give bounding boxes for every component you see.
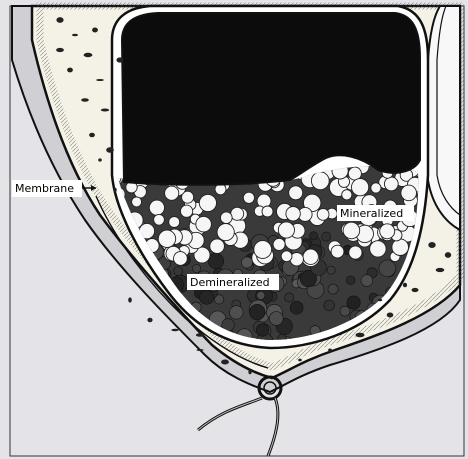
demineralized-particle [193, 264, 201, 272]
mineralized-particle [165, 186, 179, 200]
mineralized-particle [289, 186, 303, 200]
demineralized-particle [200, 290, 214, 304]
demineralized-particle [208, 253, 223, 268]
bone-pore [128, 297, 132, 302]
bone-pore [92, 28, 98, 33]
mineralized-particle [352, 179, 369, 196]
mineralized-particle [281, 251, 292, 262]
demineralized-particle [328, 284, 338, 294]
mineralized-particle [174, 252, 188, 266]
bone-pore [67, 68, 73, 73]
mineralized-particle [342, 190, 352, 200]
demineralized-particle [249, 304, 265, 320]
mineralized-particle [331, 245, 344, 258]
bone-pore [96, 79, 104, 81]
bone-pore [56, 48, 64, 52]
bone-pore [116, 57, 123, 62]
mineralized-particle [231, 207, 244, 220]
mineralized-particle [384, 177, 398, 191]
bone-pore [171, 329, 178, 332]
bone-pore [56, 17, 63, 23]
demineralized-particle [346, 276, 355, 285]
demineralized-particle [241, 257, 252, 268]
demineralized-particle [269, 312, 283, 326]
mineralized-particle [154, 214, 165, 225]
bone-pore [248, 370, 251, 375]
mineralized-particle [273, 238, 285, 250]
bone-pore [72, 34, 78, 36]
demineralized-particle [379, 260, 396, 277]
demineralized-particle [347, 296, 360, 309]
bone-pore [147, 318, 152, 323]
demineralized-particle [361, 275, 373, 287]
bone-pore [196, 349, 203, 351]
mineralized-particle [371, 183, 381, 193]
demineralized-particle [340, 306, 350, 316]
bone-pore [412, 288, 419, 292]
mineralized-particle [317, 209, 329, 221]
mineralized-particle [370, 241, 386, 257]
mineralized-particle [348, 167, 361, 180]
bone-pore [196, 333, 204, 337]
bone-pore [445, 252, 451, 258]
mineralized-particle [158, 230, 175, 247]
mineralized-particle [343, 222, 360, 239]
sinus-cavity [122, 13, 420, 185]
demineralized-label: Demineralized [190, 276, 270, 289]
mineralized-particle [392, 239, 409, 256]
mineralized-particle [254, 241, 272, 259]
demineralized-particle [324, 300, 335, 311]
mineralized-particle [303, 249, 318, 264]
mineralized-particle [380, 224, 395, 239]
mineralized-particle [132, 197, 142, 207]
mineralized-label: Mineralized [340, 207, 403, 220]
demineralized-particle [256, 324, 268, 336]
mineralized-particle [243, 192, 254, 203]
bone-pore [89, 133, 95, 138]
mineralized-particle [149, 200, 164, 215]
bone-pore [84, 53, 93, 57]
mineralized-particle [262, 206, 273, 217]
mineralized-particle [311, 172, 329, 190]
demineralized-particle [327, 266, 335, 274]
demineralized-particle [322, 232, 331, 241]
demineralized-particle [257, 291, 265, 299]
bone-pore [356, 333, 365, 338]
bone-pore [106, 147, 114, 153]
demineralized-particle [285, 293, 294, 302]
bone-pore [436, 268, 445, 272]
demineralized-particle [310, 232, 318, 240]
demineralized-particle [290, 301, 303, 314]
bone-pore [221, 360, 229, 365]
bone-pore [101, 109, 109, 112]
mineralized-particle [349, 246, 362, 259]
mineralized-particle [169, 217, 180, 228]
bone-pore [378, 299, 383, 301]
mineralized-particle [221, 212, 233, 224]
bone-pore [81, 98, 89, 102]
mineralized-particle [181, 205, 193, 217]
bone-pore [298, 359, 302, 362]
bone-pore [428, 242, 435, 248]
mineralized-particle [196, 216, 212, 232]
bone-pore [328, 349, 332, 352]
mineralized-particle [401, 185, 417, 201]
demineralized-particle [230, 306, 244, 320]
bone-pore [113, 188, 116, 192]
membrane-label: Membrane [15, 182, 74, 195]
demineralized-particle [174, 267, 183, 276]
mineralized-particle [286, 207, 300, 221]
bone-pore [387, 313, 394, 318]
mineralized-particle [278, 222, 294, 238]
bone-pore [403, 283, 407, 288]
mineralized-particle [217, 224, 234, 241]
bone-pore [98, 158, 102, 161]
mineralized-particle [199, 194, 216, 211]
mineralized-particle [210, 239, 225, 254]
